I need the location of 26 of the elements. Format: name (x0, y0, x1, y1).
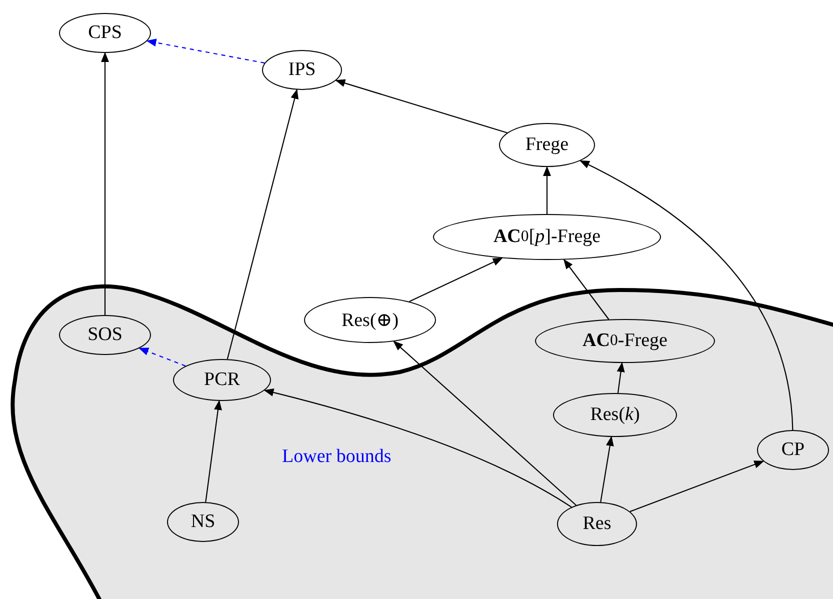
ellipse-node: Res(k) (553, 393, 677, 437)
arrow (393, 340, 576, 506)
arrow (101, 52, 109, 315)
arrow (205, 400, 222, 502)
ellipse-node: NS (167, 502, 239, 542)
arrow (264, 388, 572, 508)
arrow (543, 166, 551, 214)
ellipse-node: IPS (262, 50, 342, 90)
ellipse-node: PCR (173, 359, 271, 401)
ellipse-node: CPS (59, 13, 151, 53)
arrow (616, 362, 625, 394)
arrow (630, 460, 764, 512)
arrow (563, 258, 610, 320)
arrow (600, 436, 614, 502)
ellipse-node: Frege (499, 123, 595, 167)
arrow (146, 38, 265, 64)
arrow (138, 348, 186, 366)
ellipse-node: CP (757, 430, 829, 470)
arrow (409, 258, 503, 302)
region-label: Lower bounds (282, 446, 392, 468)
ellipse-node: SOS (59, 315, 151, 355)
ellipse-node: Res (557, 502, 637, 546)
arrow (580, 160, 794, 430)
arrow (226, 88, 298, 360)
ellipse-node: Res(⊕) (304, 297, 436, 343)
arrow (335, 79, 508, 134)
